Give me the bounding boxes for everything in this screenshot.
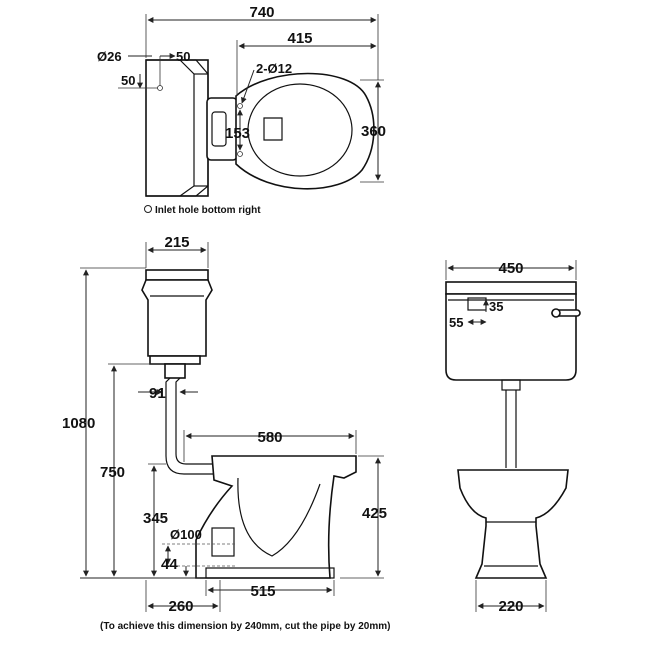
label-seat-holes: 2-Ø12 [256,61,292,76]
inlet-note: Inlet hole bottom right [144,205,261,216]
dim-depth: 360 [360,79,386,183]
dim-lever-height: 35 [483,299,503,314]
label-outlet-centre: 44 [161,556,178,573]
label-wall-to-outlet: 260 [168,598,193,615]
dim-outlet-height: 345 [143,463,168,577]
dim-base-length: 515 [205,580,335,600]
label-cistern-bottom-height: 750 [100,464,125,481]
front-view: 450 35 55 220 [445,260,581,615]
dim-cistern-bottom-height: 750 [100,363,164,577]
footnote: (To achieve this dimension by 240mm, cut… [100,621,390,632]
dim-overall-width: 740 [145,4,379,80]
dim-cistern-width: 450 [445,260,577,280]
pan-front-outline [457,469,569,579]
dim-pan-projection: 415 [236,30,377,96]
label-base-width: 220 [498,598,523,615]
label-overall-height: 1080 [62,415,95,432]
label-outlet-diameter: Ø100 [170,527,202,542]
top-view: 740 415 Ø26 50 50 2-Ø12 153 [97,4,386,216]
dim-inlet: Ø26 50 50 [97,49,190,89]
label-base-length: 515 [250,583,275,600]
label-outlet-height: 345 [143,510,168,527]
pan-side-outline [162,455,357,579]
label-pan-length: 580 [257,429,282,446]
side-view: 215 91 580 1080 750 [62,234,390,632]
dim-wall-to-outlet: 260 [145,580,221,615]
label-depth: 360 [361,123,386,140]
dim-seat-holes: 2-Ø12 [241,61,292,104]
label-pipe-offset: 91 [149,385,166,402]
label-lever-height: 35 [489,299,503,314]
label-pan-projection: 415 [287,30,312,47]
label-cistern-depth: 215 [164,234,189,251]
label-lever-offset: 55 [449,315,463,330]
label-pan-height: 425 [362,505,387,522]
cistern-side-outline [141,269,213,365]
dim-outlet-centre: 44 [161,556,189,577]
cistern-top-outline [145,59,209,197]
cistern-front-outline [445,281,581,381]
dim-seat-hole-spacing: 153 [225,109,250,151]
dim-lever-offset: 55 [449,315,487,330]
label-inlet-diameter: Ø26 [97,49,122,64]
dim-pipe-offset: 91 [138,385,198,402]
dim-cistern-depth: 215 [145,234,209,268]
dim-base-width: 220 [475,580,547,615]
dim-pan-height: 425 [340,455,387,579]
pan-top-outline [157,72,375,190]
dim-outlet-diameter: Ø100 [165,527,202,565]
label-seat-hole-spacing: 153 [225,125,250,142]
label-cistern-width: 450 [498,260,523,277]
label-overall-width: 740 [249,4,274,21]
label-inlet-offset-x: 50 [176,49,190,64]
front-flush-pipe [501,379,521,468]
label-inlet-offset-y: 50 [121,73,135,88]
flush-pipe [164,363,220,475]
label-inlet-note: Inlet hole bottom right [155,205,261,216]
dim-pan-length: 580 [183,429,357,462]
dim-overall-height: 1080 [62,267,146,577]
